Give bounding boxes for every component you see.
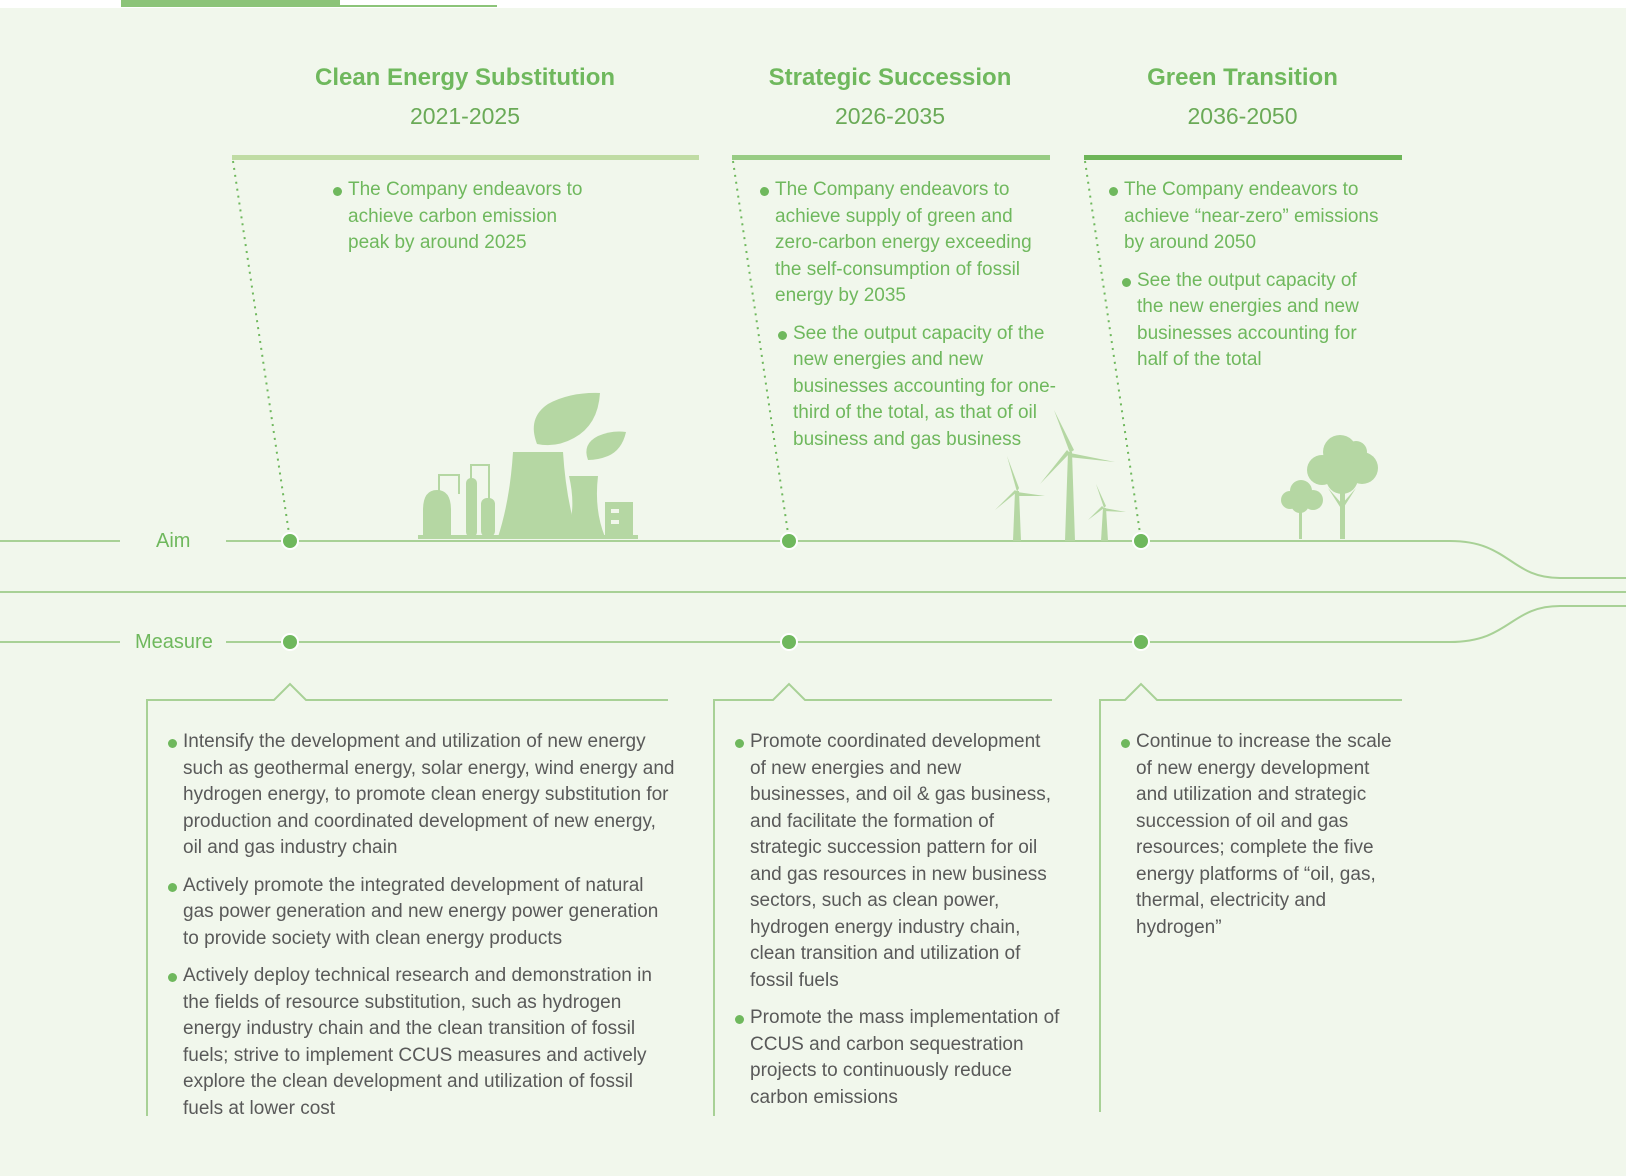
- phase-years: 2036-2050: [1187, 103, 1298, 129]
- measure-list-2: Promote coordinated development of new e…: [735, 729, 1060, 1122]
- measure-dot-1: [281, 633, 299, 651]
- phase-title: Green Transition: [1147, 64, 1338, 91]
- connector-dotted-1: [232, 160, 291, 541]
- connector-dotted-2: [732, 160, 790, 541]
- wind-turbines-icon: [995, 410, 1126, 541]
- measure-item: Continue to increase the scale of new en…: [1121, 729, 1401, 941]
- factory-with-leaves-icon: [418, 392, 638, 539]
- aim-item: The Company endeavors to achieve supply …: [760, 177, 1060, 310]
- aim-item: See the output capacity of the new energ…: [778, 321, 1060, 454]
- phase-header-1: Clean Energy Substitution 2021-2025: [265, 63, 665, 131]
- aim-item: The Company endeavors to achieve “near-z…: [1109, 177, 1387, 257]
- measure-line: [0, 605, 1626, 643]
- trees-icon: [1281, 435, 1378, 539]
- aim-row-label: Aim: [156, 530, 191, 552]
- measure-row-label: Measure: [135, 631, 213, 653]
- phase-years: 2026-2035: [835, 103, 945, 129]
- phase-years: 2021-2025: [410, 103, 520, 129]
- aim-item: The Company endeavors to achieve carbon …: [333, 177, 603, 257]
- measure-box-3: [1099, 682, 1402, 1112]
- aim-list-2: The Company endeavors to achieve supply …: [760, 177, 1060, 464]
- measure-dot-2: [780, 633, 798, 651]
- phase-title: Clean Energy Substitution: [314, 64, 616, 91]
- aim-item: See the output capacity of the new energ…: [1122, 268, 1387, 374]
- phase-bar-2: [732, 155, 1050, 160]
- measure-list-1: Intensify the development and utilizatio…: [168, 729, 678, 1133]
- phase-title: Strategic Succession: [768, 64, 1012, 91]
- measure-box-2: [713, 682, 1052, 1116]
- measure-item: Intensify the development and utilizatio…: [168, 729, 678, 862]
- measure-item: Promote coordinated development of new e…: [735, 729, 1060, 994]
- aim-line: [0, 540, 1626, 579]
- measure-list-3: Continue to increase the scale of new en…: [1121, 729, 1401, 952]
- measure-item: Actively promote the integrated developm…: [168, 873, 678, 953]
- aim-list-3: The Company endeavors to achieve “near-z…: [1109, 177, 1387, 385]
- measure-dot-3: [1132, 633, 1150, 651]
- measure-box-1: [146, 682, 668, 1116]
- top-accent-line: [340, 5, 497, 7]
- aim-dot-2: [780, 532, 798, 550]
- phase-header-2: Strategic Succession 2026-2035: [720, 63, 1060, 131]
- aim-dot-3: [1132, 532, 1150, 550]
- measure-item: Promote the mass implementation of CCUS …: [735, 1005, 1060, 1111]
- phase-bar-3: [1084, 155, 1402, 160]
- aim-dot-1: [281, 532, 299, 550]
- measure-item: Actively deploy technical research and d…: [168, 963, 678, 1122]
- connector-dotted-3: [1084, 160, 1142, 541]
- aim-list-1: The Company endeavors to achieve carbon …: [333, 177, 603, 268]
- phase-bar-1: [232, 155, 699, 160]
- top-accent-bar: [121, 0, 340, 7]
- phase-header-3: Green Transition 2036-2050: [1090, 63, 1395, 131]
